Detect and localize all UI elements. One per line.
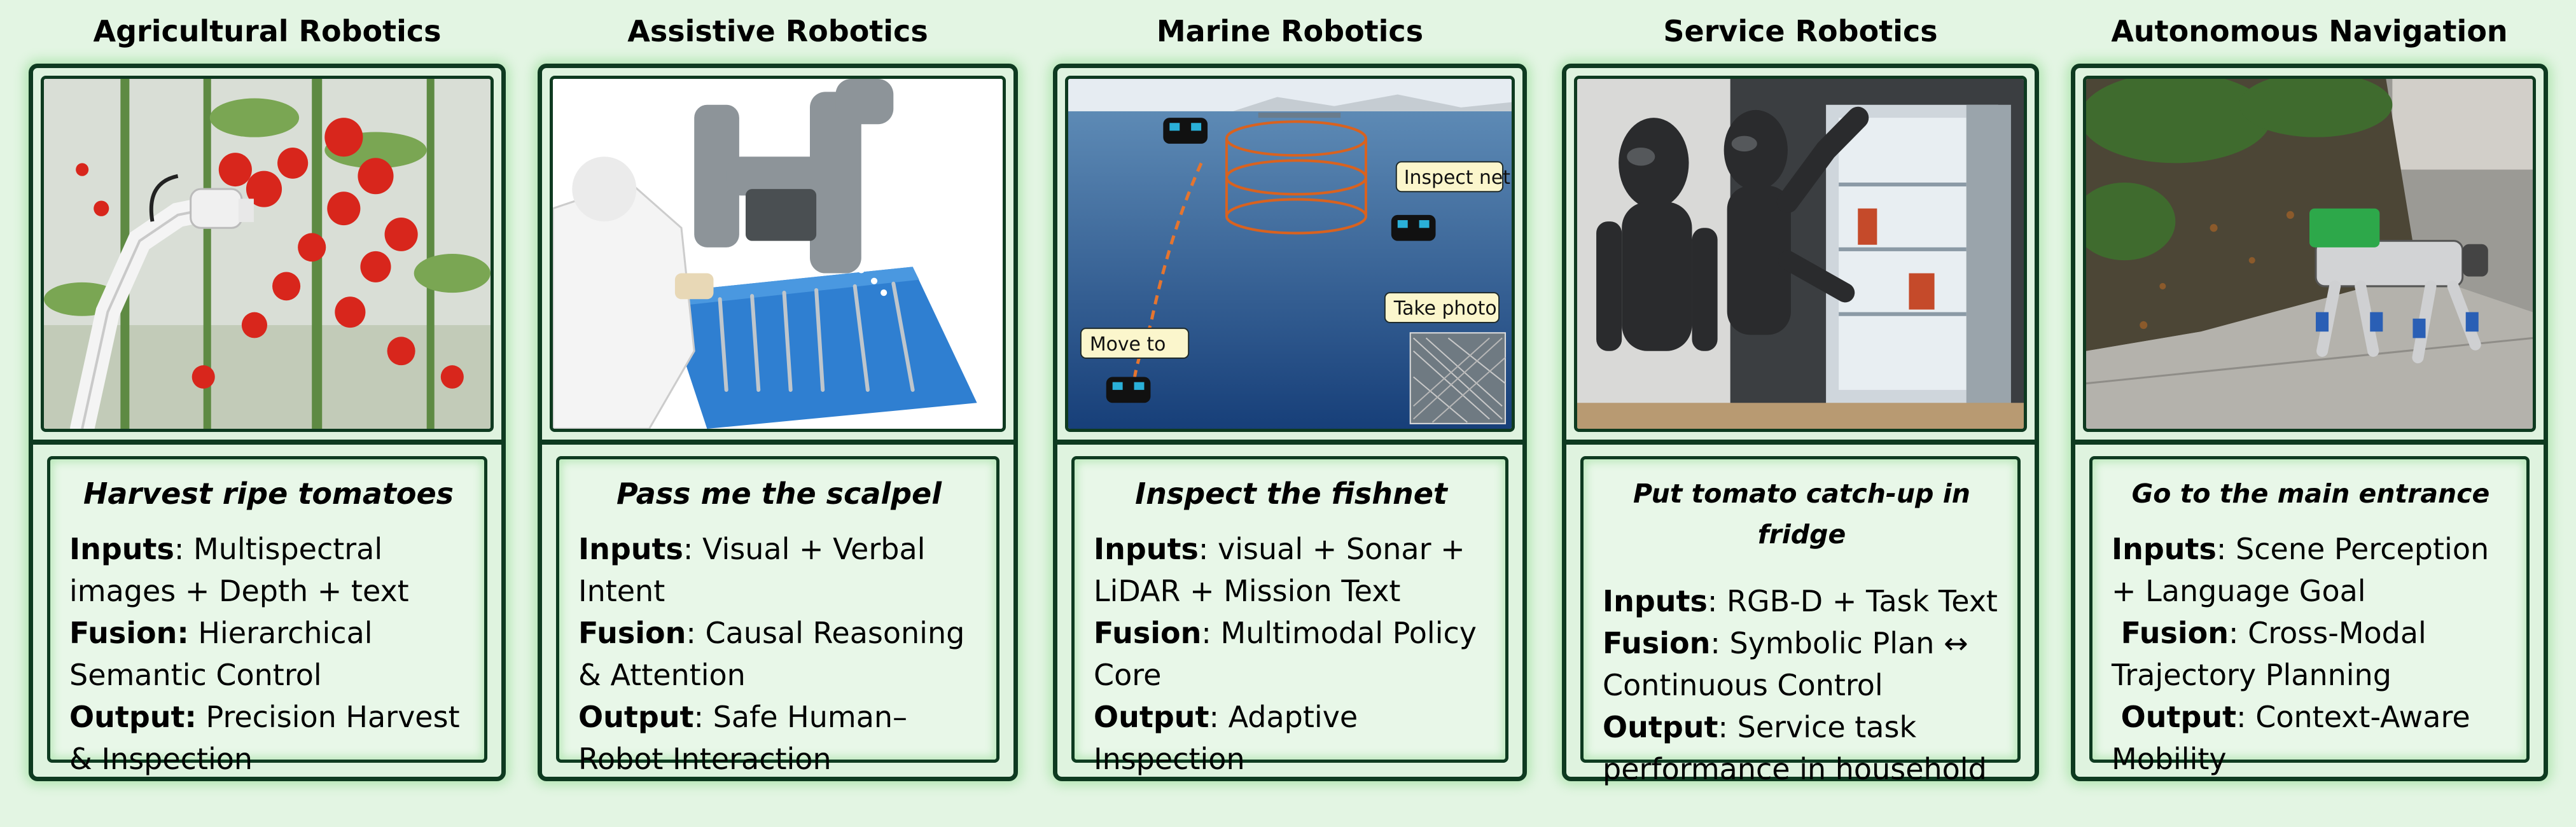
spec-fusion: Fusion: Cross-Modal Trajectory Planning (2112, 616, 2426, 692)
surgical-assist-illustration (553, 79, 1003, 429)
surgical-assist-photo (550, 76, 1006, 432)
svg-text:Move to: Move to (1090, 333, 1166, 355)
bubble-move-to: Move to (1080, 328, 1190, 359)
marine-simulation-illustration: Inspect net Take photo Move to (1068, 79, 1512, 429)
panel-navigation: Autonomous Navigation (2071, 0, 2548, 827)
panel-divider (2075, 440, 2544, 445)
task-command: Put tomato catch-up in fridge (1633, 478, 1970, 550)
marine-simulation-view: Inspect net Take photo Move to (1065, 76, 1515, 432)
panel-frame: Inspect net Take photo Move to Ins (1053, 64, 1527, 781)
spec-inputs: Inputs: Visual + Verbal Intent (578, 532, 926, 608)
panel-frame: Put tomato catch-up in fridge Inputs: RG… (1562, 64, 2039, 786)
bubble-inspect-net: Inspect net (1395, 161, 1510, 193)
quadruped-sidewalk-photo (2083, 76, 2536, 432)
panel-description: Inspect the fishnet Inputs: visual + Son… (1071, 456, 1508, 776)
tomato-harvest-illustration (44, 79, 491, 429)
svg-text:Take photo: Take photo (1393, 297, 1497, 319)
underwater-drone-icon (1163, 118, 1208, 144)
spec-inputs: Inputs: visual + Sonar + LiDAR + Mission… (1094, 532, 1465, 608)
panel-title: Service Robotics (1663, 14, 1938, 48)
spec-fusion: Fusion: Multimodal Policy Core (1094, 616, 1477, 692)
spec-list: Inputs: Visual + Verbal Intent Fusion: C… (578, 528, 980, 780)
panel-divider (33, 440, 501, 445)
task-command: Pass me the scalpel (616, 476, 942, 511)
panel-frame: Harvest ripe tomatoes Inputs: Multispect… (29, 64, 506, 781)
panel-description: Harvest ripe tomatoes Inputs: Multispect… (47, 456, 487, 776)
spec-list: Inputs: visual + Sonar + LiDAR + Mission… (1094, 528, 1489, 780)
panel-frame: Go to the main entrance Inputs: Scene Pe… (2071, 64, 2548, 781)
bubble-take-photo: Take photo (1384, 292, 1500, 323)
panel-frame: Pass me the scalpel Inputs: Visual + Ver… (538, 64, 1018, 781)
tomato-harvest-photo (41, 76, 494, 432)
humanoid-fridge-illustration (1577, 79, 2024, 429)
panel-title: Assistive Robotics (627, 14, 928, 48)
spec-output: Output: Adaptive Inspection (1094, 700, 1358, 776)
quadruped-sidewalk-illustration (2086, 79, 2533, 429)
net-closeup-thumbnail (1409, 332, 1507, 424)
panel-divider (1566, 440, 2035, 445)
spec-list: Inputs: RGB-D + Task Text Fusion: Symbol… (1603, 580, 2001, 790)
panel-assistive: Assistive Robotics (538, 0, 1018, 827)
task-command: Inspect the fishnet (1135, 476, 1447, 511)
panel-title: Agricultural Robotics (93, 14, 442, 48)
svg-text:Inspect net: Inspect net (1404, 167, 1510, 189)
task-command: Go to the main entrance (2131, 478, 2490, 509)
spec-fusion: Fusion: Symbolic Plan ↔ Continuous Contr… (1603, 626, 1968, 702)
humanoid-fridge-photo (1574, 76, 2027, 432)
panel-service: Service Robotics (1562, 0, 2039, 827)
spec-fusion: Fusion: Causal Reasoning & Attention (578, 616, 965, 692)
task-command: Harvest ripe tomatoes (83, 476, 454, 511)
panel-divider (542, 440, 1013, 445)
panel-marine: Marine Robotics (1053, 0, 1527, 827)
panel-description: Pass me the scalpel Inputs: Visual + Ver… (556, 456, 999, 776)
panel-agricultural: Agricultural Robotics (29, 0, 506, 827)
panel-title: Autonomous Navigation (2111, 14, 2508, 48)
spec-output: Output: Precision Harvest & Inspection (69, 700, 460, 776)
panel-description: Go to the main entrance Inputs: Scene Pe… (2089, 456, 2530, 776)
spec-output: Output: Safe Human–Robot Interaction (578, 700, 908, 776)
spec-inputs: Inputs: Scene Perception + Language Goal (2112, 532, 2489, 608)
panel-title: Marine Robotics (1156, 14, 1424, 48)
spec-inputs: Inputs: Multispectral images + Depth + t… (69, 532, 409, 608)
spec-list: Inputs: Scene Perception + Language Goal… (2112, 528, 2510, 780)
panel-description: Put tomato catch-up in fridge Inputs: RG… (1580, 456, 2021, 786)
underwater-drone-icon (1106, 377, 1151, 403)
spec-list: Inputs: Multispectral images + Depth + t… (69, 528, 468, 780)
spec-output: Output: Service task performance in hous… (1603, 710, 1987, 786)
spec-inputs: Inputs: RGB-D + Task Text (1603, 584, 1998, 618)
panel-divider (1057, 440, 1522, 445)
spec-fusion: Fusion: Hierarchical Semantic Control (69, 616, 373, 692)
underwater-drone-icon (1391, 214, 1436, 241)
spec-output: Output: Context-Aware Mobility (2112, 700, 2470, 776)
